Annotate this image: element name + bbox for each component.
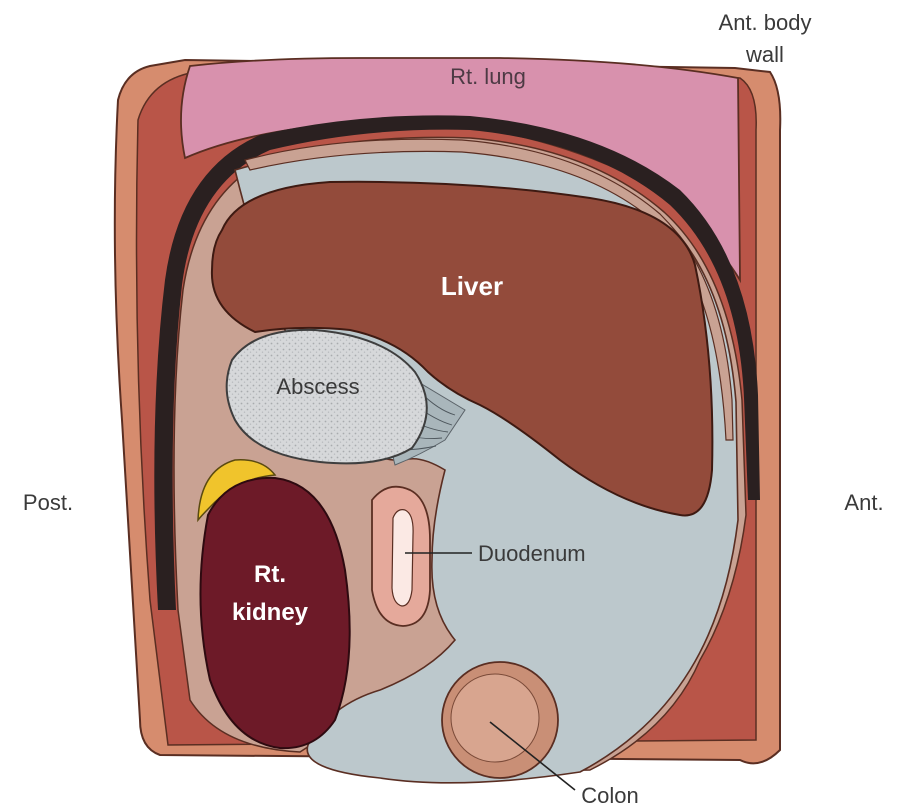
label-colon: Colon <box>581 783 638 808</box>
duodenum-lumen <box>392 510 413 606</box>
label-duodenum: Duodenum <box>478 541 586 566</box>
label-abscess: Abscess <box>276 374 359 399</box>
label-post: Post. <box>23 490 73 515</box>
label-ant: Ant. <box>844 490 883 515</box>
label-ant-body-wall-1: Ant. body <box>719 10 812 35</box>
colon-lumen <box>451 674 539 762</box>
label-ant-body-wall-2: wall <box>745 42 784 67</box>
label-liver: Liver <box>441 271 503 301</box>
label-rt-kidney-1: Rt. <box>254 561 286 588</box>
label-rt-lung: Rt. lung <box>450 64 526 89</box>
label-rt-kidney-2: kidney <box>232 599 309 626</box>
